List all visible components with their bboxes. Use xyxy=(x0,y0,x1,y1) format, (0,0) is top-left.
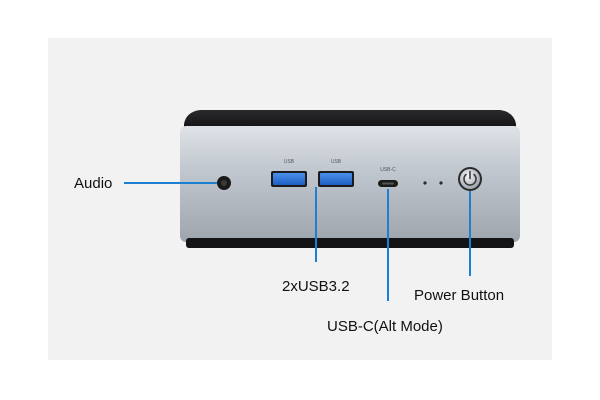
indicator-led xyxy=(423,181,427,185)
audio-callout-line xyxy=(124,182,217,184)
usb-c-marking: USB-C xyxy=(380,167,396,173)
top-cover xyxy=(184,110,516,130)
usb-c-port xyxy=(378,180,398,187)
usb-port-left xyxy=(271,171,307,187)
usb-callout-line xyxy=(315,187,317,262)
power-button-label: Power Button xyxy=(414,287,505,304)
usb-label: 2xUSB3.2 xyxy=(282,278,350,295)
audio-label: Audio xyxy=(74,175,113,192)
audio-jack-icon xyxy=(217,176,231,190)
usb-c-label: USB-C(Alt Mode) xyxy=(327,318,443,335)
indicator-led xyxy=(439,181,443,185)
power-icon xyxy=(458,167,482,191)
usb-left-marking: USB xyxy=(284,159,295,165)
usb-right-marking: USB xyxy=(331,159,342,165)
power-callout-line xyxy=(469,191,471,276)
chassis-base xyxy=(186,238,514,248)
usbc-callout-line xyxy=(387,189,389,301)
usb-port-right xyxy=(318,171,354,187)
